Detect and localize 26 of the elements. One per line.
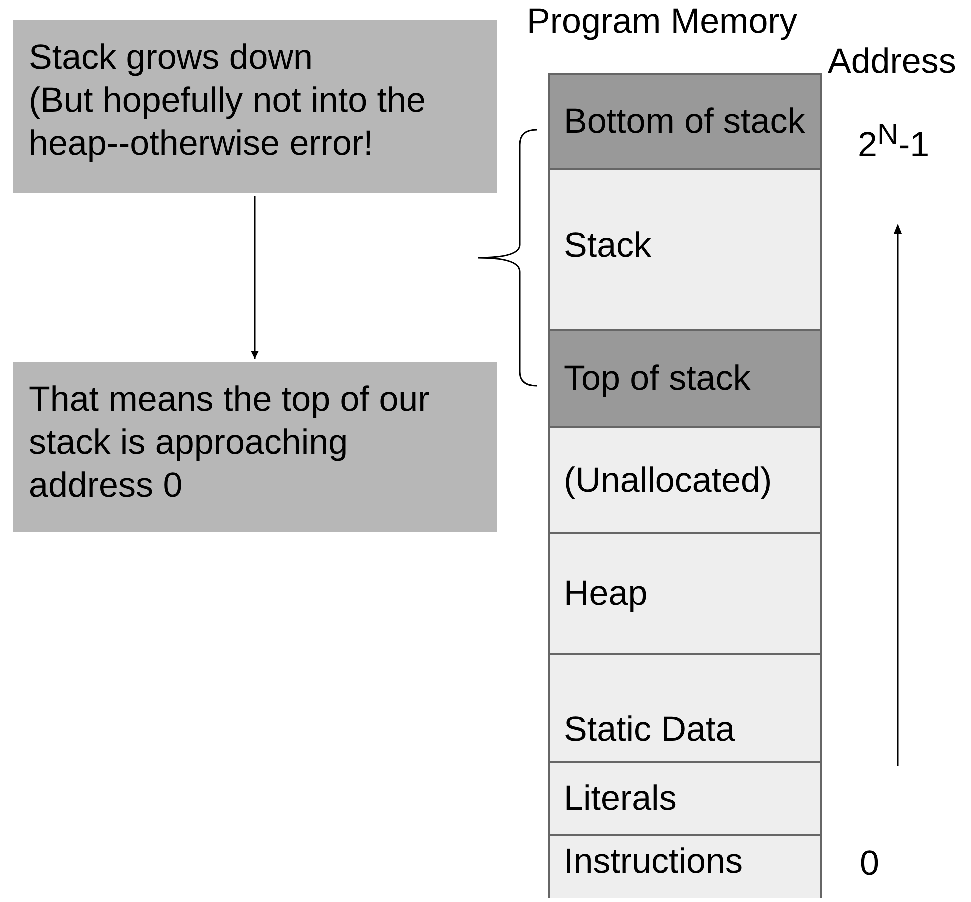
callout-box	[13, 362, 497, 532]
segment-label: Literals	[564, 778, 678, 820]
address-value: 2$^{N}$-1	[858, 118, 930, 167]
callout-text: That means the top of our stack is approaching address 0	[29, 379, 431, 507]
segment-label: Stack	[564, 225, 653, 267]
memory-segment	[548, 331, 822, 428]
segment-label: Bottom of stack	[564, 101, 806, 143]
arrow	[251, 196, 259, 359]
address-value: 0	[860, 843, 880, 885]
segment-label: Instructions	[564, 841, 744, 883]
segment-label: Static Data	[564, 709, 736, 751]
column-heading: Program Memory	[527, 1, 798, 43]
callout-box	[13, 20, 497, 193]
callout-text: (But hopefully not into the heap--otherwise error!	[29, 80, 427, 165]
segment-label: (Unallocated)	[564, 460, 774, 502]
axis-title: Address	[828, 41, 956, 83]
memory-segment	[548, 428, 822, 534]
memory-segment	[548, 655, 822, 763]
segment-label: Top of stack	[564, 358, 752, 400]
segment-label: Heap	[564, 573, 649, 615]
memory-segment	[548, 534, 822, 655]
callout-text: Stack grows down	[29, 37, 314, 79]
memory-segment	[548, 73, 822, 170]
memory-segment	[548, 170, 822, 331]
memory-segment	[548, 763, 822, 836]
memory-segment	[548, 836, 822, 898]
